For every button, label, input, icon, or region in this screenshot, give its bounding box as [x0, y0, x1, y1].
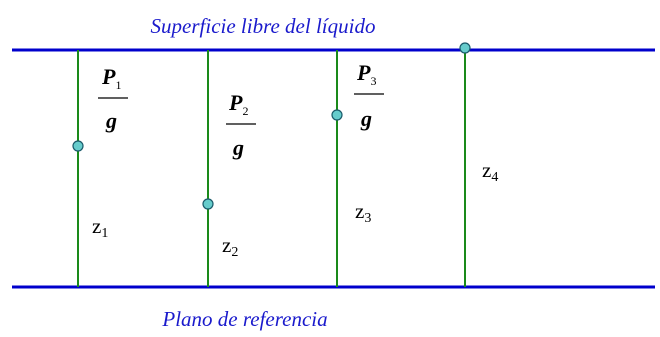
point-2	[202, 198, 214, 210]
elevation-letter-3: z	[355, 199, 364, 223]
pressure-sub-2: 2	[242, 104, 248, 118]
elevation-sub-4: 4	[491, 170, 498, 185]
point-4	[459, 42, 471, 54]
svg-text:P1: P1	[101, 64, 121, 92]
fraction-denominator-2: g	[232, 135, 244, 160]
pressure-symbol-1: P	[101, 64, 116, 89]
pressure-symbol-3: P	[356, 60, 371, 85]
elevation-label-1: z1	[92, 214, 108, 241]
point-3	[331, 109, 343, 121]
point-1	[72, 140, 84, 152]
reference-plane-caption: Plano de referencia	[161, 307, 327, 331]
free-surface-caption: Superficie libre del líquido	[151, 14, 376, 38]
elevation-label-2: z2	[222, 233, 238, 260]
fraction-denominator-1: g	[105, 108, 117, 133]
pressure-symbol-2: P	[228, 90, 243, 115]
fraction-denominator-3: g	[360, 106, 372, 131]
pressure-head-2: P2 g	[226, 90, 256, 160]
elevation-label-3: z3	[355, 199, 371, 226]
elevation-sub-2: 2	[231, 245, 238, 260]
elevation-letter-4: z	[482, 158, 491, 182]
elevation-letter-1: z	[92, 214, 101, 238]
elevation-label-4: z4	[482, 158, 498, 185]
svg-text:P3: P3	[356, 60, 376, 88]
svg-text:P2: P2	[228, 90, 248, 118]
pressure-sub-3: 3	[370, 74, 376, 88]
elevation-sub-1: 1	[101, 226, 108, 241]
elevation-sub-3: 3	[364, 211, 371, 226]
elevation-letter-2: z	[222, 233, 231, 257]
pressure-sub-1: 1	[115, 78, 121, 92]
pressure-head-1: P1 g	[98, 64, 128, 133]
pressure-head-3: P3 g	[354, 60, 384, 131]
